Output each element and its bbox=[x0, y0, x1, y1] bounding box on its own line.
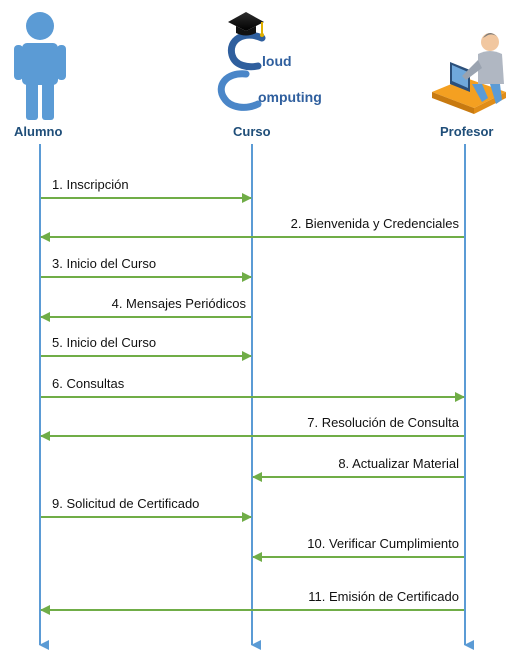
actor-label-profesor: Profesor bbox=[440, 124, 494, 139]
logo-text-omputing: omputing bbox=[258, 89, 322, 105]
message-label: 7. Resolución de Consulta bbox=[307, 415, 459, 430]
message-label: 10. Verificar Cumplimiento bbox=[307, 536, 459, 551]
teacher-at-computer-icon bbox=[432, 33, 506, 114]
message-label: 6. Consultas bbox=[52, 376, 125, 391]
message-label: 9. Solicitud de Certificado bbox=[52, 496, 200, 511]
message-label: 11. Emisión de Certificado bbox=[308, 589, 459, 604]
student-person-icon bbox=[14, 12, 66, 120]
cloud-computing-logo-icon bbox=[217, 12, 266, 111]
message-arrows bbox=[40, 193, 465, 615]
message-label: 5. Inicio del Curso bbox=[52, 335, 157, 350]
message-label: 2. Bienvenida y Credenciales bbox=[290, 216, 459, 231]
message-label: 3. Inicio del Curso bbox=[52, 256, 157, 271]
actor-label-curso: Curso bbox=[233, 124, 271, 139]
message-label: 1. Inscripción bbox=[52, 177, 129, 192]
logo-text-loud: loud bbox=[262, 53, 292, 69]
message-label: 4. Mensajes Periódicos bbox=[111, 296, 246, 311]
actor-label-alumno: Alumno bbox=[14, 124, 63, 139]
message-label: 8. Actualizar Material bbox=[338, 456, 459, 471]
